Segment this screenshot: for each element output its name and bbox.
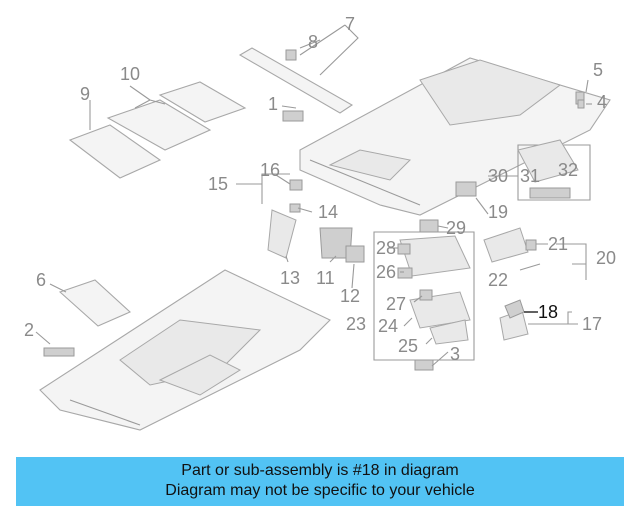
trim-strip-7 [238, 47, 354, 114]
bracket-19 [455, 181, 477, 197]
callout-32: 32 [558, 160, 578, 180]
callout-31: 31 [520, 166, 540, 186]
map-lamp-31 [517, 139, 579, 183]
banner-line-1: Part or sub-assembly is #18 in diagram [181, 462, 459, 479]
headliner-upper [299, 57, 611, 216]
callout-21: 21 [548, 234, 568, 254]
callout-16: 16 [260, 160, 280, 180]
callout-3: 3 [450, 344, 460, 364]
callout-23: 23 [346, 314, 366, 334]
callout-17: 17 [582, 314, 602, 334]
bulb-21 [525, 239, 537, 251]
lamp-housing-22 [483, 227, 529, 263]
clip-12 [345, 245, 365, 263]
pad-9 [68, 124, 162, 179]
hook-16 [289, 179, 303, 191]
handle-2 [43, 347, 75, 357]
callout-15: 15 [208, 174, 228, 194]
callout-26: 26 [376, 262, 396, 282]
callout-labels: 7 8 10 9 1 5 4 16 15 14 30 31 32 19 29 2… [24, 14, 616, 364]
pad-10b [158, 81, 247, 123]
callout-19: 19 [488, 202, 508, 222]
pad-10a [106, 99, 212, 151]
headliner-lower [39, 269, 331, 431]
cover-25 [429, 319, 469, 345]
callout-20: 20 [596, 248, 616, 268]
clip-29 [419, 219, 439, 233]
callout-28: 28 [376, 238, 396, 258]
callout-18-highlighted: 18 [538, 302, 558, 322]
callout-4: 4 [597, 92, 607, 112]
group-box-23 [373, 231, 475, 361]
callout-30: 30 [488, 166, 508, 186]
callout-2: 2 [24, 320, 34, 340]
lamp-lens-24 [409, 291, 471, 329]
callout-1: 1 [268, 94, 278, 114]
callout-22: 22 [488, 270, 508, 290]
switch-27 [419, 289, 433, 301]
handle-1 [282, 110, 304, 122]
group-box-30 [517, 144, 591, 201]
sun-visor-13 [267, 209, 297, 259]
fastener-4 [577, 99, 585, 109]
callout-8: 8 [308, 32, 318, 52]
bracket-3 [414, 359, 434, 371]
console-housing [399, 235, 471, 277]
callout-11: 11 [316, 268, 335, 288]
hook-14 [289, 203, 301, 213]
callout-9: 9 [80, 84, 90, 104]
bulb-28 [397, 243, 411, 255]
callout-14: 14 [318, 202, 338, 222]
callout-6: 6 [36, 270, 46, 290]
leader-lines [35, 24, 592, 367]
callout-5: 5 [593, 60, 603, 80]
callout-12: 12 [340, 286, 360, 306]
callout-7: 7 [345, 14, 355, 34]
banner-line-2: Diagram may not be specific to your vehi… [165, 482, 475, 499]
clip-8 [285, 49, 297, 61]
sunroof-seal-6 [58, 279, 131, 327]
callout-13: 13 [280, 268, 300, 288]
callout-29: 29 [446, 218, 466, 238]
info-banner: Part or sub-assembly is #18 in diagram D… [16, 457, 624, 506]
socket-26 [397, 267, 413, 279]
callout-27: 27 [386, 294, 406, 314]
lens-32 [529, 187, 571, 199]
callout-25: 25 [398, 336, 418, 356]
callout-24: 24 [378, 316, 398, 336]
callout-10: 10 [120, 64, 140, 84]
